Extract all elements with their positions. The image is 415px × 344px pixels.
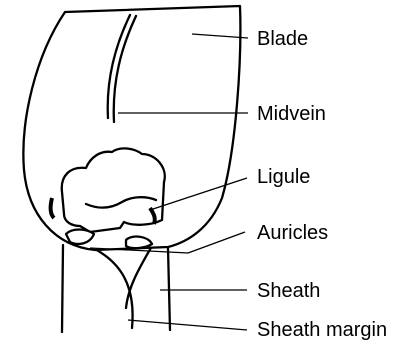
auricles-label: Auricles: [257, 222, 328, 244]
ligule-label: Ligule: [257, 166, 310, 188]
sheath-margin-leader: [128, 320, 247, 330]
midvein-label: Midvein: [257, 103, 326, 125]
auricles-leader-right: [188, 232, 245, 253]
sheath-margin-edge: [93, 248, 133, 328]
sheath-label: Sheath: [257, 280, 320, 302]
sheath-margin-label: Sheath margin: [257, 319, 387, 341]
blade-label: Blade: [257, 28, 308, 50]
sheath: [62, 245, 170, 332]
